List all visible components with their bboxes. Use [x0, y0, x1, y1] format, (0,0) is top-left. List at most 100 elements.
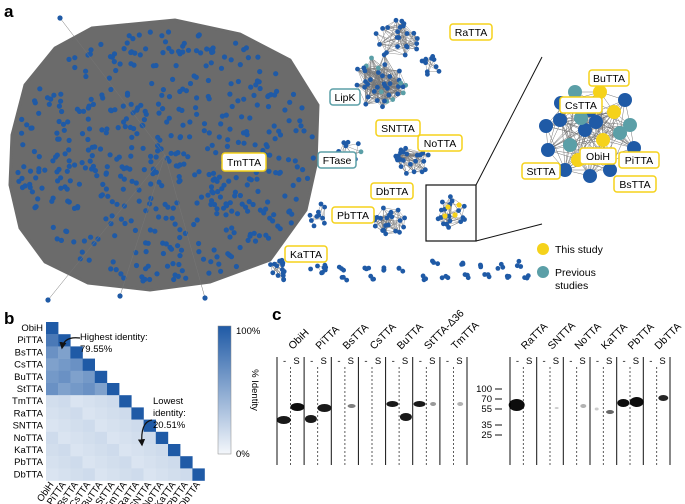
network-node — [149, 80, 155, 87]
network-node — [67, 178, 73, 184]
heatmap-row-label: SNTTA — [13, 421, 44, 432]
panel-letter-a: a — [4, 2, 14, 21]
network-node — [296, 177, 302, 183]
heatmap-row-label: BuTTA — [14, 372, 44, 383]
heatmap-cell — [143, 468, 156, 481]
network-node — [176, 48, 182, 55]
network-node — [257, 69, 263, 75]
network-node — [237, 62, 243, 68]
legend-previous-line2: studies — [555, 280, 588, 292]
heatmap-row-label: NoTTA — [14, 433, 44, 444]
network-node — [252, 238, 259, 244]
network-node — [147, 29, 153, 35]
heatmap-cell — [82, 370, 95, 384]
network-node — [232, 193, 238, 199]
network-node — [311, 223, 317, 229]
network-node — [168, 150, 174, 156]
lane-label: PiTTA — [313, 324, 342, 353]
network-node — [118, 216, 124, 222]
network-node — [246, 199, 252, 205]
network-node — [255, 54, 261, 60]
heatmap-cell — [168, 468, 181, 481]
svg-text:-: - — [543, 356, 546, 367]
network-node — [168, 133, 174, 139]
gel-band — [413, 401, 426, 407]
network-node — [44, 95, 51, 101]
network-node — [265, 104, 272, 110]
heatmap-row-label: KaTTA — [14, 445, 44, 456]
network-node — [37, 86, 43, 92]
network-node — [140, 145, 146, 151]
network-node — [56, 118, 62, 125]
network-node — [385, 25, 391, 30]
svg-text:S: S — [456, 356, 462, 367]
network-node — [315, 263, 320, 269]
heatmap-cell — [82, 468, 95, 481]
svg-text:55: 55 — [481, 404, 492, 415]
network-node — [170, 76, 176, 82]
network-node — [200, 256, 207, 262]
svg-text:25: 25 — [481, 430, 492, 441]
label-ratta: RaTTA — [449, 23, 493, 41]
zoom-line-top — [475, 56, 543, 186]
network-node — [368, 77, 373, 83]
lowest-identity-line3: 20.51% — [153, 420, 186, 431]
heatmap-cell — [119, 419, 132, 432]
network-node — [414, 46, 419, 52]
heatmap-cell — [131, 456, 144, 469]
network-node — [60, 121, 67, 127]
colorbar — [217, 325, 232, 455]
svg-text:S: S — [633, 356, 639, 367]
network-node — [147, 276, 153, 283]
network-node — [194, 95, 200, 101]
network-node — [56, 136, 62, 142]
network-node — [148, 159, 154, 165]
network-node — [414, 36, 420, 41]
network-node — [287, 208, 293, 214]
network-node — [86, 126, 93, 132]
svg-text:S: S — [659, 356, 665, 367]
svg-text:TmTTA: TmTTA — [227, 157, 261, 169]
heatmap-cell — [58, 383, 71, 396]
network-node — [66, 137, 72, 143]
network-node — [441, 221, 446, 227]
network-node — [50, 158, 56, 164]
network-node — [172, 221, 178, 227]
network-node — [214, 254, 220, 260]
this-study-node — [456, 202, 462, 208]
heatmap-cell — [46, 444, 59, 457]
network-node — [15, 169, 21, 176]
network-node — [45, 297, 51, 303]
svg-text:-: - — [310, 356, 313, 367]
network-node — [83, 68, 89, 74]
network-node — [413, 158, 418, 164]
network-node — [241, 96, 247, 102]
network-node — [267, 152, 273, 158]
network-node — [117, 61, 123, 67]
network-node — [103, 186, 109, 192]
network-node — [310, 155, 316, 161]
heatmap-cell — [155, 468, 169, 481]
network-node — [213, 150, 219, 156]
network-node — [386, 92, 392, 98]
network-node — [270, 218, 276, 224]
network-node — [92, 168, 98, 174]
heatmap-cell — [94, 444, 108, 457]
gel-left-blot: ObiH-SPiTTA-SBsTTA-SCsTTA-SBuTTA-SStTTA-… — [276, 307, 482, 465]
network-node — [129, 178, 135, 184]
network-node — [112, 233, 118, 239]
similarity-network: TmTTA RaTTA SNTTA NoTTA DbTTA PbTTA KaTT… — [8, 15, 660, 303]
network-node — [83, 73, 89, 80]
network-node — [177, 162, 183, 168]
network-node — [164, 263, 171, 269]
network-node — [322, 204, 327, 210]
network-node — [121, 176, 127, 182]
network-node — [164, 119, 170, 125]
network-node — [120, 186, 126, 192]
network-node — [448, 194, 453, 200]
network-node — [294, 164, 300, 170]
network-node — [95, 236, 101, 242]
network-node — [381, 267, 387, 273]
network-node — [374, 215, 380, 220]
network-node — [193, 48, 200, 54]
